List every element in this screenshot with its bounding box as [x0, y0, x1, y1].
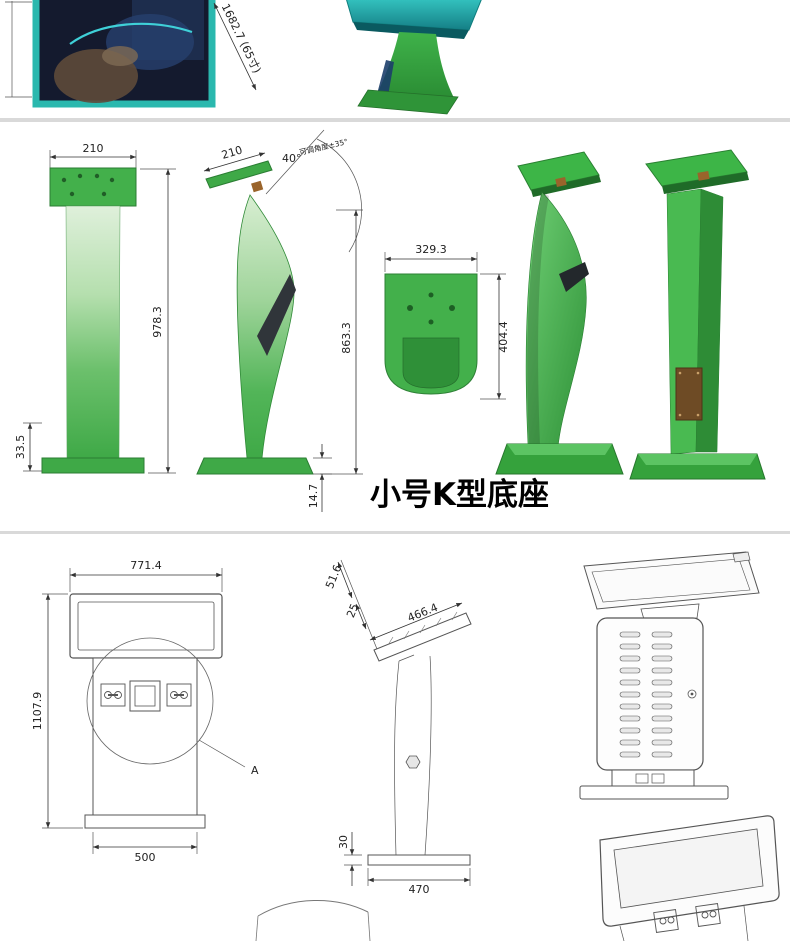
m-side-hexagon — [405, 755, 421, 769]
dim-k-side-angle-note: 可调角度±35° — [298, 136, 349, 157]
m-front-detail-label: A — [251, 764, 259, 777]
k-plate-holes — [407, 292, 455, 325]
k-plate-lower-band — [402, 337, 460, 389]
dim-k-plate-width: 329.3 — [415, 243, 447, 256]
k3d-right-body-side — [695, 188, 724, 453]
diagonal-dimension: 1682.7 (65寸) — [213, 1, 265, 91]
dim-k-plate-height: 404.4 — [497, 321, 510, 353]
dim-k-front-height: 978.3 — [151, 306, 164, 338]
dim-k-front-width: 210 — [83, 142, 104, 155]
k-side-dark-insert — [257, 274, 296, 356]
top-section: 1682.7 (65寸) — [0, 0, 790, 122]
section-title: 小号K型底座 — [370, 477, 549, 513]
dim-m-side-top: 51.6 — [323, 563, 344, 591]
m-back-bracket — [732, 551, 751, 563]
dim-m-side-offset: 25 — [344, 602, 361, 620]
m-side-view: 51.6 25 466.4 30 470 — [323, 559, 472, 896]
dim-m-side-screen-length: 466.4 — [406, 601, 440, 625]
k-front-view: 210 978.3 33.5 — [14, 142, 176, 474]
dim-screen-diagonal: 1682.7 (65寸) — [219, 1, 265, 75]
dim-m-front-height: 1107.9 — [31, 692, 44, 731]
kiosk-base — [357, 89, 459, 115]
m-front-header-inner — [77, 601, 215, 651]
dim-m-front-width: 771.4 — [130, 559, 162, 572]
dim-k-side-top-width: 210 — [220, 143, 244, 161]
dim-k-side-height: 863.3 — [340, 322, 353, 354]
k-base-section: 210 978.3 33.5 210 40° 可调角度±35° — [0, 129, 790, 534]
section-divider — [0, 118, 790, 122]
dim-k-side-base-thickness: 14.7 — [307, 484, 320, 509]
m-side-column-right — [424, 655, 432, 856]
dim-m-side-base-thickness: 30 — [337, 835, 350, 849]
m-front-right-bracket — [166, 683, 192, 707]
m-front-left-bracket — [100, 683, 126, 707]
k3d-right-panel-screws — [678, 371, 700, 417]
m-3d-front-bottom — [599, 815, 780, 941]
k3d-left-slot — [559, 262, 589, 292]
k-plate-detail: 329.3 404.4 — [384, 243, 510, 400]
m-side-base — [367, 854, 471, 866]
dim-m-side-base-width: 470 — [409, 883, 430, 896]
m-bottom-screen-inner — [613, 828, 764, 909]
dim-k-side-angle: 40° — [282, 152, 302, 165]
cropped-dimension-left — [5, 1, 32, 98]
touchscreen-photo — [32, 0, 216, 108]
m-bottom-brackets — [653, 903, 721, 933]
k3d-left-body — [525, 191, 587, 448]
m-3d-back-view — [579, 551, 760, 800]
kiosk-3d-top — [346, 0, 482, 115]
k-3d-render-left — [495, 151, 624, 475]
kiosk-body — [377, 32, 455, 100]
tray-curve — [255, 899, 371, 941]
dim-k-front-base-height: 33.5 — [14, 435, 27, 460]
k-side-base — [196, 457, 314, 475]
m-back-base-plate — [579, 785, 729, 800]
m-back-body — [596, 617, 704, 771]
m-side-column-left — [394, 660, 400, 856]
metal-kiosk-section: 771.4 1107.9 A — [31, 551, 780, 941]
k-side-top-plate — [205, 160, 273, 189]
m-side-screen-hatch — [387, 611, 458, 646]
k-front-top-plate — [49, 167, 137, 207]
k-front-base — [41, 457, 145, 474]
m-side-screen — [373, 612, 472, 662]
k-front-plate-holes — [61, 173, 115, 197]
k-front-column — [65, 205, 121, 459]
k-3d-render-right — [629, 149, 766, 480]
m-front-view: 771.4 1107.9 A — [31, 559, 259, 864]
k-side-view: 210 40° 可调角度±35° 863.3 14.7 — [196, 129, 363, 512]
m-back-screen-plate — [583, 551, 760, 610]
m-front-detail-circle — [86, 637, 214, 765]
section-divider — [0, 531, 790, 534]
k3d-right-access-panel — [675, 367, 703, 421]
k-side-hinge — [251, 180, 264, 193]
m-front-base — [84, 814, 206, 829]
dim-m-front-base-width: 500 — [135, 851, 156, 864]
